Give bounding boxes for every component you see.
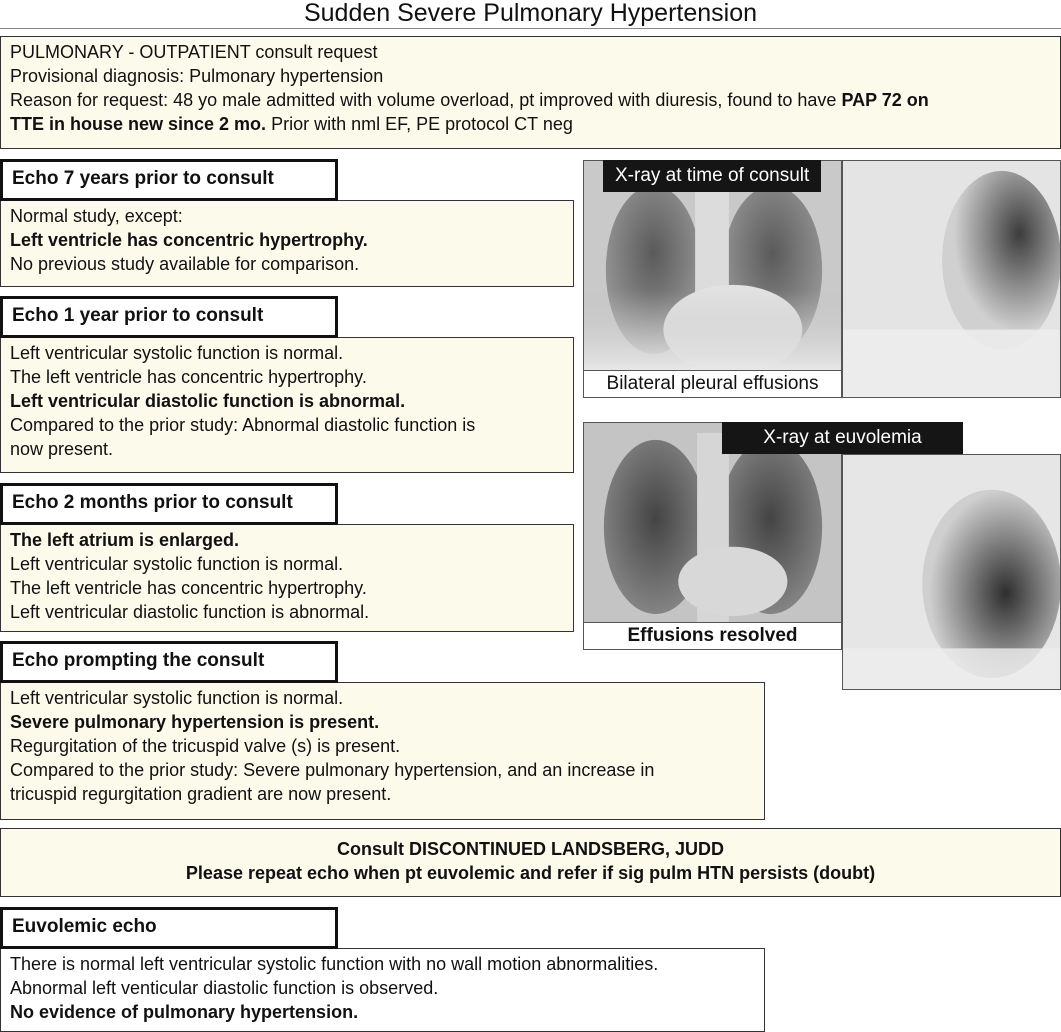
consult-tte-bold: TTE in house new since 2 mo. (10, 114, 267, 134)
xray-euvolemia-frontal-image (583, 422, 842, 624)
xray-euvolemia-lateral-image (842, 454, 1061, 690)
echo-2m-line-2: Left ventricular systolic function is no… (10, 554, 344, 574)
consult-reason-bold: PAP 72 on (841, 90, 929, 110)
discontinued-line-2: Please repeat echo when pt euvolemic and… (185, 863, 876, 883)
consult-line-1: PULMONARY - OUTPATIENT consult request (10, 42, 378, 62)
consult-discontinued-box: Consult DISCONTINUED LANDSBERG, JUDD Ple… (0, 828, 1061, 897)
euvolemic-echo-box: There is normal left ventricular systoli… (0, 948, 765, 1032)
echo-prompt-line-1: Left ventricular systolic function is no… (10, 688, 344, 708)
consult-line-4: TTE in house new since 2 mo. Prior with … (10, 112, 1051, 136)
echo-prompt-line-4: Compared to the prior study: Severe pulm… (10, 760, 655, 780)
echo-2-months-box: The left atrium is enlarged. Left ventri… (0, 524, 574, 632)
xray-consult-lateral-image (842, 160, 1061, 398)
xray-euvolemia-caption: Effusions resolved (583, 622, 842, 650)
consult-line-3: Reason for request: 48 yo male admitted … (10, 88, 1051, 112)
echo-7-years-box: Normal study, except: Left ventricle has… (0, 200, 574, 287)
echo-2-months-header: Echo 2 months prior to consult (0, 483, 338, 525)
echo-1-line-4: Compared to the prior study: Abnormal di… (10, 415, 476, 435)
echo-1-year-box: Left ventricular systolic function is no… (0, 337, 574, 473)
xray-euvolemia-label: X-ray at euvolemia (722, 422, 963, 454)
echo-2m-line-4: Left ventricular diastolic function is a… (10, 602, 370, 622)
page-title: Sudden Severe Pulmonary Hypertension (0, 0, 1061, 29)
euvolemic-line-3: No evidence of pulmonary hypertension. (10, 1002, 359, 1022)
discontinued-line-1: Consult DISCONTINUED LANDSBERG, JUDD (336, 839, 724, 859)
echo-2m-line-1: The left atrium is enlarged. (10, 530, 240, 550)
euvolemic-line-2: Abnormal left venticular diastolic funct… (10, 978, 439, 998)
consult-request-box: PULMONARY - OUTPATIENT consult request P… (0, 36, 1061, 149)
echo-2m-line-3: The left ventricle has concentric hypert… (10, 578, 367, 598)
echo-prompt-line-2: Severe pulmonary hypertension is present… (10, 712, 380, 732)
xray-consult-caption: Bilateral pleural effusions (583, 370, 842, 398)
xray-consult-label: X-ray at time of consult (603, 160, 822, 192)
consult-reason-text: Reason for request: 48 yo male admitted … (10, 90, 842, 110)
echo-1-line-2: The left ventricle has concentric hypert… (10, 367, 367, 387)
echo-7-line-1: Normal study, except: (10, 206, 183, 226)
consult-prior-text: Prior with nml EF, PE protocol CT neg (266, 114, 573, 134)
echo-1-line-3: Left ventricular diastolic function is a… (10, 391, 406, 411)
echo-prompt-line-3: Regurgitation of the tricuspid valve (s)… (10, 736, 401, 756)
echo-7-line-2: Left ventricle has concentric hypertroph… (10, 230, 368, 250)
echo-1-line-1: Left ventricular systolic function is no… (10, 343, 344, 363)
echo-7-years-header: Echo 7 years prior to consult (0, 159, 338, 201)
echo-1-line-5: now present. (10, 439, 114, 459)
echo-prompting-box: Left ventricular systolic function is no… (0, 682, 765, 820)
euvolemic-echo-header: Euvolemic echo (0, 907, 338, 949)
consult-line-2: Provisional diagnosis: Pulmonary hyperte… (10, 66, 384, 86)
echo-prompting-header: Echo prompting the consult (0, 641, 338, 683)
euvolemic-line-1: There is normal left ventricular systoli… (10, 954, 659, 974)
xray-consult-frontal-image (583, 160, 842, 372)
echo-prompt-line-5: tricuspid regurgitation gradient are now… (10, 784, 392, 804)
echo-7-line-3: No previous study available for comparis… (10, 254, 360, 274)
echo-1-year-header: Echo 1 year prior to consult (0, 296, 338, 338)
